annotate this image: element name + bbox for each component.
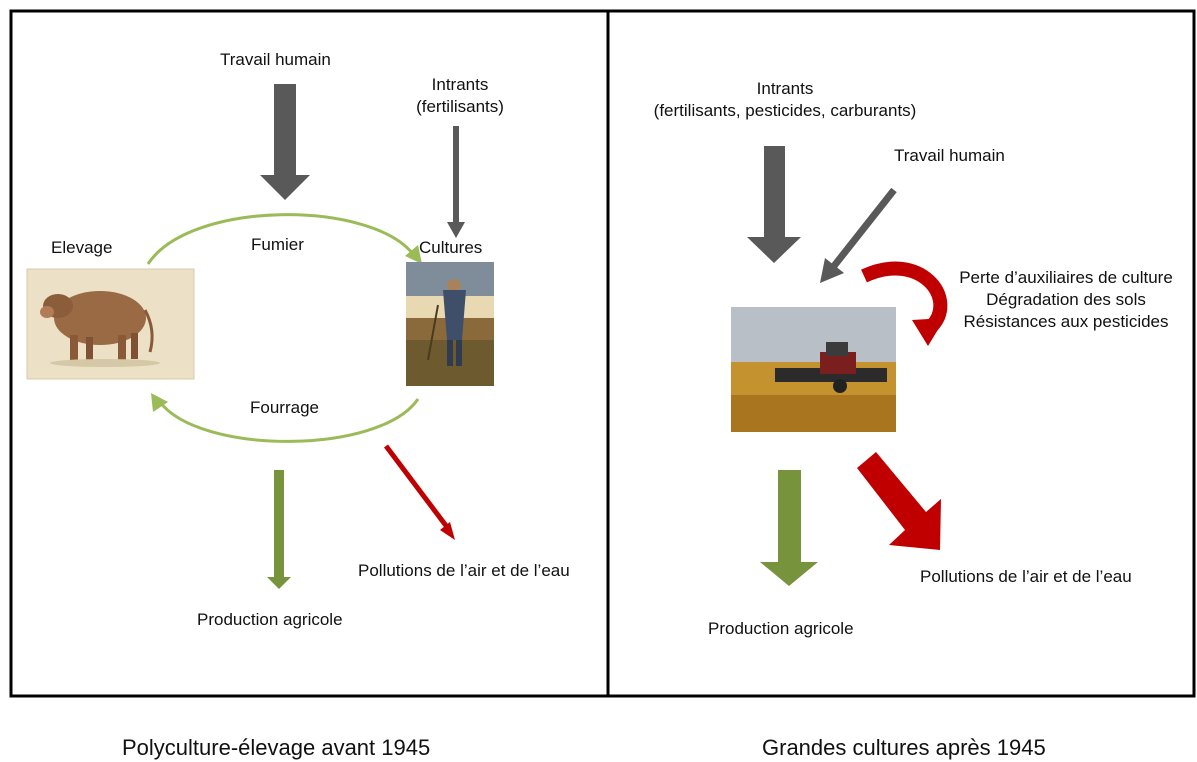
right-labor-arrow-shaft bbox=[831, 187, 897, 269]
left-labor-arrow bbox=[260, 84, 310, 200]
right-pollution-label: Pollutions de l’air et de l’eau bbox=[920, 567, 1132, 586]
left-production-arrow bbox=[267, 470, 291, 589]
right-panel-frame bbox=[606, 9, 1196, 698]
livestock-picture bbox=[26, 268, 195, 380]
right-production-label: Production agricole bbox=[708, 619, 854, 638]
right-inputs-arrow bbox=[747, 146, 801, 263]
left-inputs-arrow bbox=[447, 126, 465, 238]
manure-cycle-arrow bbox=[146, 213, 415, 265]
effect-soil-degradation: Dégradation des sols bbox=[986, 290, 1146, 309]
effect-auxiliaries: Perte d’auxiliaires de culture bbox=[959, 268, 1173, 287]
field-harvest-picture bbox=[731, 307, 896, 432]
manure-label: Fumier bbox=[251, 235, 304, 254]
left-pollution-label: Pollutions de l’air et de l’eau bbox=[358, 561, 570, 580]
right-labor-label: Travail humain bbox=[894, 146, 1005, 165]
manure-arrowhead bbox=[405, 245, 422, 264]
crops-picture bbox=[406, 262, 494, 386]
right-inputs-label: Intrants (fertilisants, pesticides, carb… bbox=[620, 78, 950, 122]
right-labor-arrowhead bbox=[820, 258, 844, 283]
effect-pesticide-resistance: Résistances aux pesticides bbox=[963, 312, 1169, 331]
fodder-arrowhead bbox=[151, 393, 168, 412]
livestock-label: Elevage bbox=[51, 238, 113, 257]
left-inputs-label: Intrants (fertilisants) bbox=[400, 74, 520, 118]
right-caption: Grandes cultures après 1945 bbox=[762, 735, 1046, 760]
fodder-label: Fourrage bbox=[250, 398, 319, 417]
feedback-effects-label: Perte d’auxiliaires de culture Dégradati… bbox=[938, 267, 1194, 333]
crops-label: Cultures bbox=[419, 238, 483, 257]
feedback-arrowhead bbox=[912, 318, 945, 346]
fodder-cycle-arrow bbox=[158, 398, 420, 443]
right-inputs-line1: Intrants bbox=[756, 79, 814, 98]
right-inputs-line2: (fertilisants, pesticides, carburants) bbox=[653, 101, 917, 120]
right-production-arrow bbox=[760, 470, 818, 586]
left-production-label: Production agricole bbox=[197, 610, 343, 629]
left-labor-label: Travail humain bbox=[220, 50, 331, 69]
left-inputs-line1: Intrants bbox=[431, 75, 489, 94]
feedback-curved-arrow bbox=[861, 261, 948, 331]
left-inputs-line2: (fertilisants) bbox=[416, 97, 504, 116]
left-caption: Polyculture-élevage avant 1945 bbox=[122, 735, 431, 760]
left-pollution-arrowhead bbox=[440, 522, 455, 540]
right-pollution-arrow bbox=[857, 452, 941, 550]
left-pollution-arrow-shaft bbox=[384, 444, 449, 529]
